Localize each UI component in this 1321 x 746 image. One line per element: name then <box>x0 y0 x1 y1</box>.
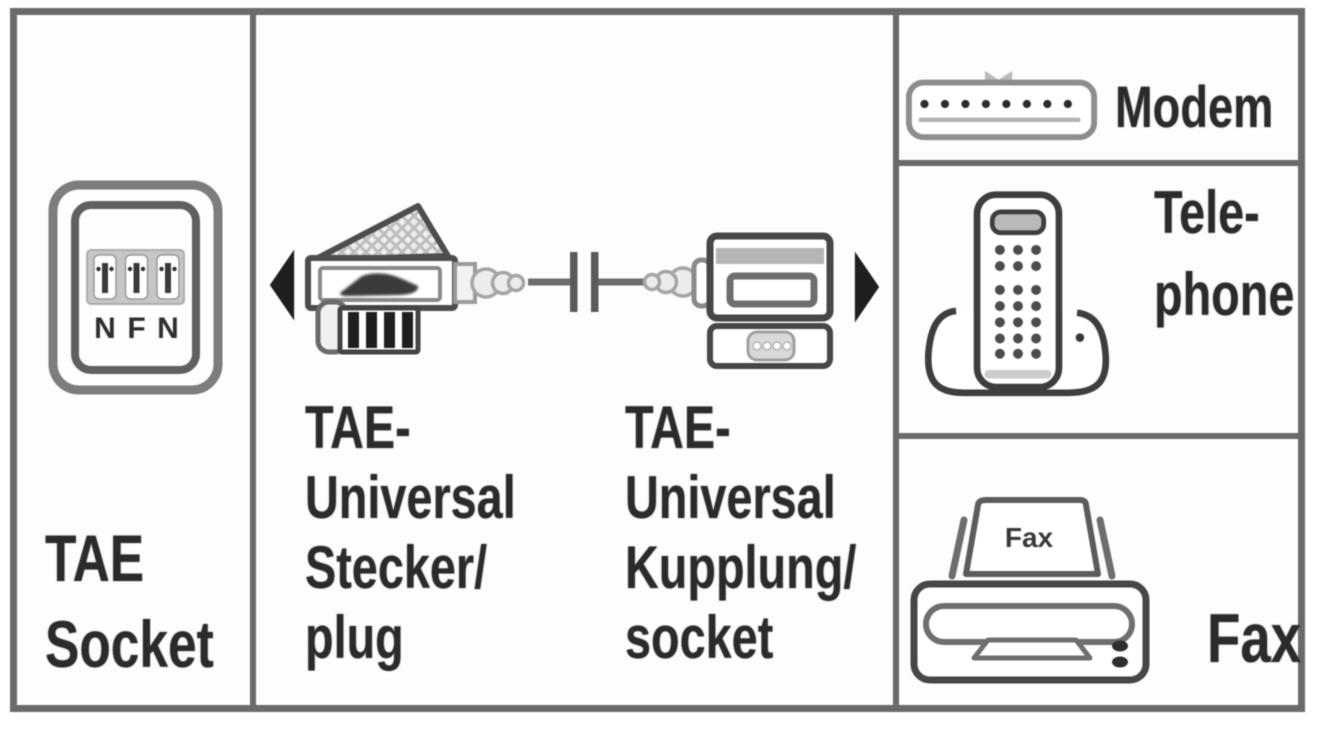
caption-line: Universal <box>305 464 516 531</box>
arrow-right-icon <box>854 251 880 323</box>
connection-diagram: N F N TAE Socket <box>10 8 1305 712</box>
fax-label: Fax <box>1207 599 1302 677</box>
arrow-left-icon <box>269 249 295 321</box>
caption-line: Kupplung/ <box>625 534 857 601</box>
modem-label: Modem <box>1115 75 1274 140</box>
caption-line: Socket <box>45 607 214 681</box>
vertical-divider <box>893 15 899 705</box>
device-row-telephone: Tele- phone <box>899 166 1298 433</box>
caption-line: Universal <box>625 464 836 531</box>
panel-cable: TAE- Universal Stecker/ plug TAE- Univer… <box>256 15 893 705</box>
coupling-caption: TAE- Universal Kupplung/ socket <box>625 393 856 673</box>
caption-line: socket <box>625 604 774 671</box>
vertical-divider <box>250 15 256 705</box>
device-row-fax: Fax Fax <box>899 439 1302 705</box>
caption-line: TAE <box>45 521 145 595</box>
panel-devices: Modem Tele- <box>899 15 1302 705</box>
socket-slots <box>93 254 180 300</box>
telephone-label: Tele- phone <box>1154 172 1294 336</box>
keypad <box>994 244 1042 359</box>
horizontal-divider <box>899 433 1298 439</box>
caption-line: plug <box>305 604 404 671</box>
telephone-icon <box>924 191 1110 397</box>
cable-break-icon <box>528 252 646 312</box>
caption-line: phone <box>1154 261 1295 328</box>
caption-line: TAE- <box>305 394 411 461</box>
fax-icon: Fax <box>910 497 1150 684</box>
caption-line: TAE- <box>625 394 731 461</box>
svg-text:F: F <box>127 312 145 345</box>
device-row-modem: Modem <box>899 15 1298 160</box>
horizontal-divider <box>899 160 1298 166</box>
cable-assembly-illustration <box>305 203 834 369</box>
caption-line: Tele- <box>1154 179 1260 246</box>
tae-coupling-icon <box>642 232 834 369</box>
caption-line: Stecker/ <box>305 534 488 601</box>
svg-text:N: N <box>94 312 116 345</box>
fax-paper-text: Fax <box>1005 522 1054 553</box>
panel-tae-socket: N F N TAE Socket <box>17 15 250 705</box>
svg-text:N: N <box>157 312 179 345</box>
modem-icon <box>905 70 1098 141</box>
plug-caption: TAE- Universal Stecker/ plug <box>305 393 516 673</box>
tae-socket-caption: TAE Socket <box>45 515 214 687</box>
brand-mark <box>340 273 419 296</box>
socket-pin-labels: N F N <box>94 312 179 345</box>
tae-plug-icon <box>305 203 526 355</box>
tae-wall-socket-icon: N F N <box>48 180 223 395</box>
